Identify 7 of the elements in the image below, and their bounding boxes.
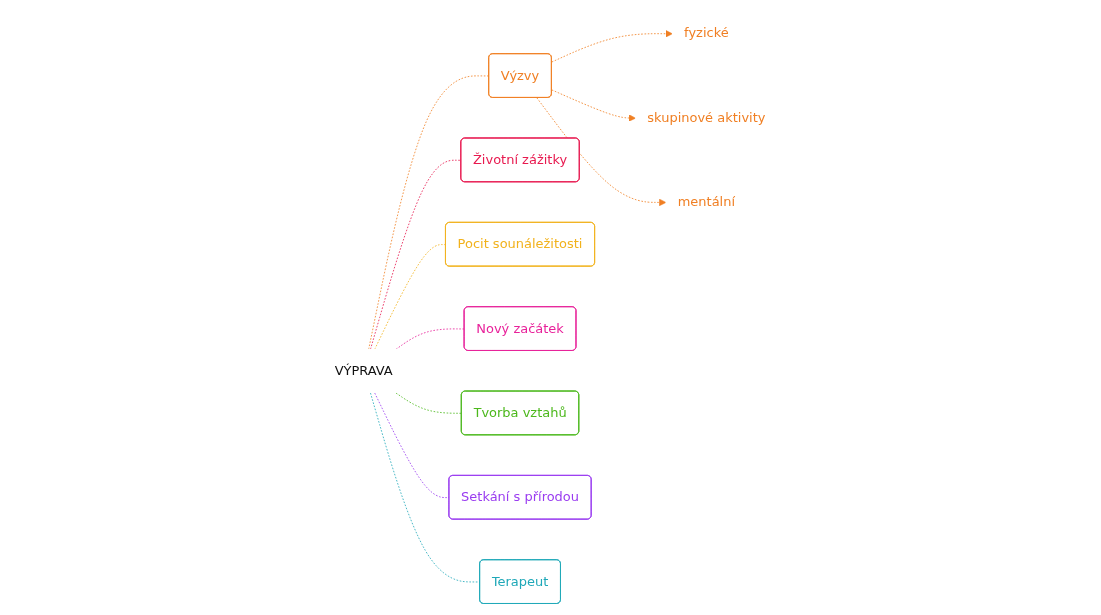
node-text: skupinové aktivity [647,109,766,126]
node-text: fyzické [684,25,730,41]
connector [370,392,481,583]
connector [368,75,490,350]
node-text: VÝPRAVA [335,362,394,379]
connector [396,392,463,414]
node-text: mentální [678,193,736,210]
